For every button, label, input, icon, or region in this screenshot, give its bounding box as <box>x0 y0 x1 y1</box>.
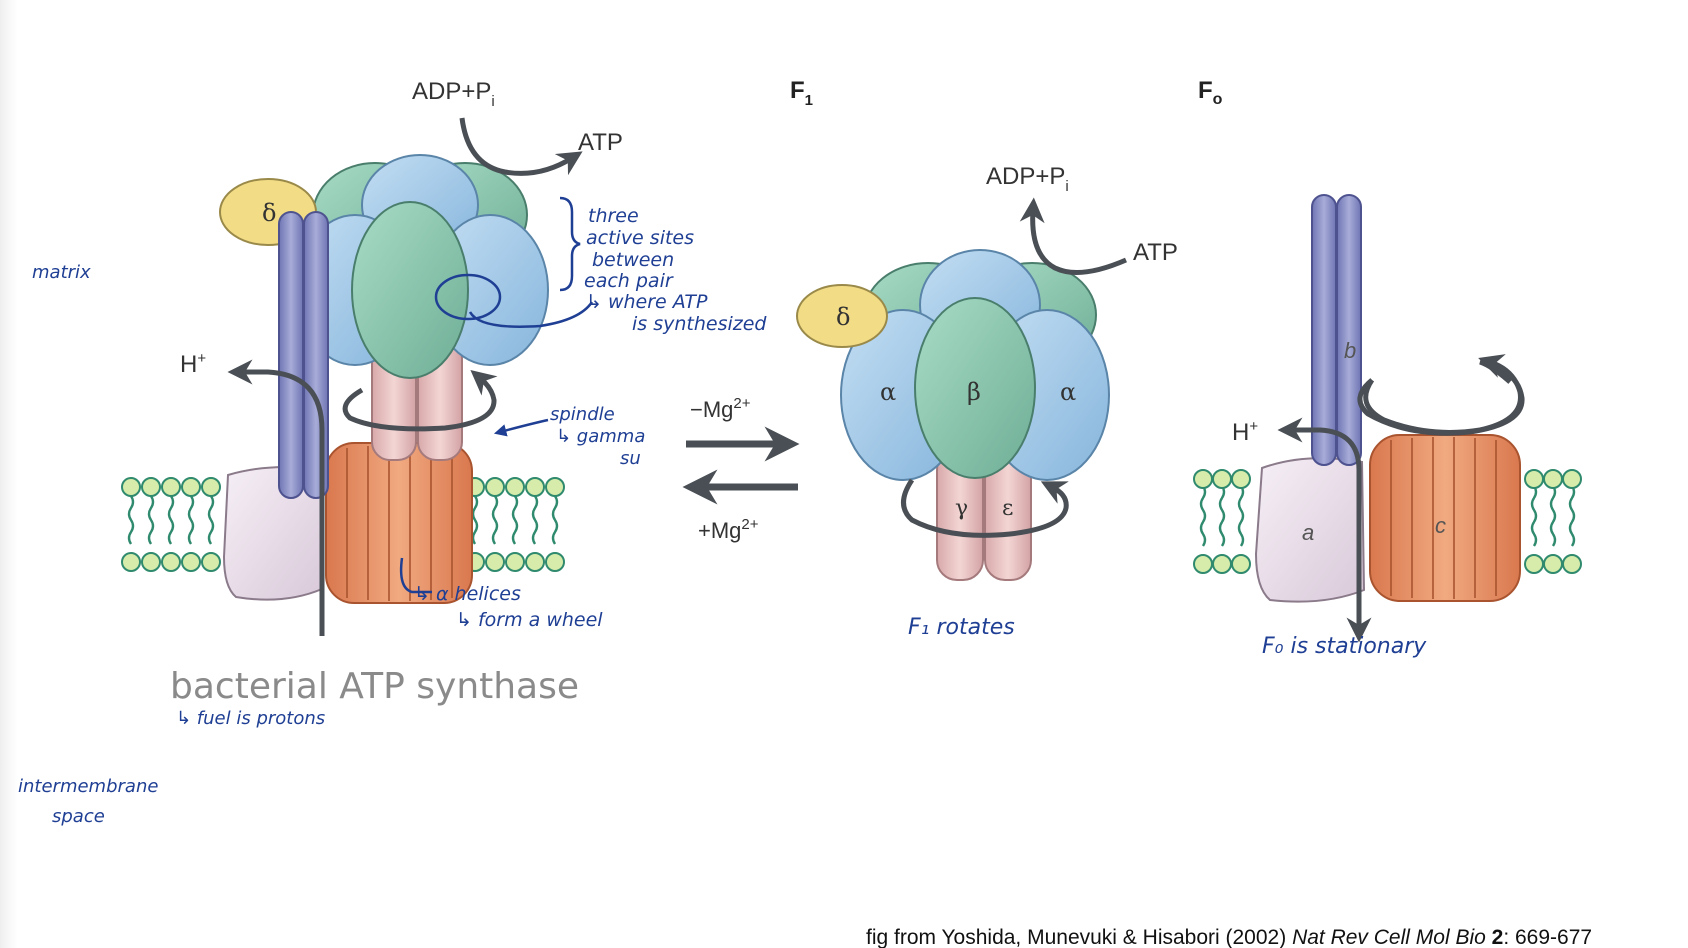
f1-panel-label: F1 <box>790 77 813 109</box>
active-site-circle <box>434 273 502 321</box>
alpha-label-right: α <box>1060 378 1076 406</box>
adp-label-middle: ADP+Pi <box>986 163 1069 195</box>
spindle-pointer <box>493 418 549 437</box>
left-synthase: δ H+ ADP+Pi ATP bacterial ATP synthase <box>121 78 623 707</box>
alpha-label-left: α <box>880 378 896 406</box>
helices-pointer <box>399 557 432 594</box>
note-three-active-sites: three active sites between each pair <box>584 205 700 292</box>
note-f1-rotates: F₁ rotates <box>908 615 1015 640</box>
plus-mg-label: +Mg2+ <box>698 516 759 543</box>
adp-atp-arrow-middle <box>1019 197 1127 275</box>
f1-isolated: F1 γ ε α β α δ ADP+Pi ATP <box>790 77 1178 581</box>
b-label: b <box>1344 338 1356 363</box>
fo-c-ring: c <box>1369 434 1521 602</box>
beta-subunit <box>914 297 1036 479</box>
a-label: a <box>1302 520 1314 545</box>
subunit-a-left <box>222 466 324 601</box>
hplus-label-left: H+ <box>180 350 206 378</box>
note-fo-stationary: F₀ is stationary <box>1262 634 1427 659</box>
fo-membrane-right <box>1530 485 1576 547</box>
adp-atp-arrow-left <box>459 117 583 176</box>
brace-active-sites <box>559 196 581 292</box>
membrane-right-segment <box>465 477 565 572</box>
rotation-arrowhead-right <box>1363 354 1523 435</box>
hplus-label-right: H+ <box>1232 418 1258 446</box>
delta-label-left: δ <box>262 199 276 227</box>
adp-label-left: ADP+Pi <box>412 78 495 110</box>
fo-membrane-left <box>1199 485 1245 547</box>
active-site-pointer <box>468 301 594 328</box>
note-intermembrane-space: intermembrane space <box>18 776 164 827</box>
minus-mg-label: −Mg2+ <box>690 395 751 422</box>
proton-path-arrow-left <box>227 359 325 636</box>
note-matrix: matrix <box>32 262 91 283</box>
fo-isolated: Fo c <box>1193 77 1582 643</box>
fo-b-stalk: b <box>1311 194 1362 466</box>
delta-label-middle: δ <box>836 303 850 331</box>
mg-transition: −Mg2+ +Mg2+ <box>682 395 800 543</box>
note-where-atp: ↳ where ATP is synthesized <box>586 291 767 335</box>
beta-label: β <box>967 378 981 406</box>
note-fuel-protons: ↳ fuel is protons <box>176 708 325 729</box>
note-alpha-helices: ↳ α helices ↳ form a wheel <box>414 583 603 631</box>
atp-label-middle: ATP <box>1133 239 1178 266</box>
atp-label-left: ATP <box>578 129 623 156</box>
f1-head-left <box>296 154 549 379</box>
fo-panel-label: Fo <box>1198 77 1223 108</box>
rotation-arrow-left <box>342 369 498 432</box>
gamma-label: γ <box>955 496 968 521</box>
handwritten-annotations: matrix three active sites between each p… <box>18 196 1427 827</box>
bacterial-atp-synthase-caption: bacterial ATP synthase <box>170 666 579 707</box>
note-spindle: spindle ↳ gamma su <box>550 404 651 469</box>
figure-citation: fig from Yoshida, Munevuki & Hisabori (2… <box>866 926 1592 948</box>
c-label: c <box>1435 513 1446 538</box>
membrane-left-segment <box>121 477 227 572</box>
epsilon-label: ε <box>1002 496 1013 521</box>
fo-subunit-a <box>1254 457 1366 603</box>
c-ring <box>325 442 473 604</box>
delta-subunit-middle <box>796 284 888 348</box>
rotation-arrow-middle <box>901 478 1069 538</box>
proton-path-arrow-right <box>1277 417 1362 627</box>
b-stalk-left <box>278 211 329 499</box>
